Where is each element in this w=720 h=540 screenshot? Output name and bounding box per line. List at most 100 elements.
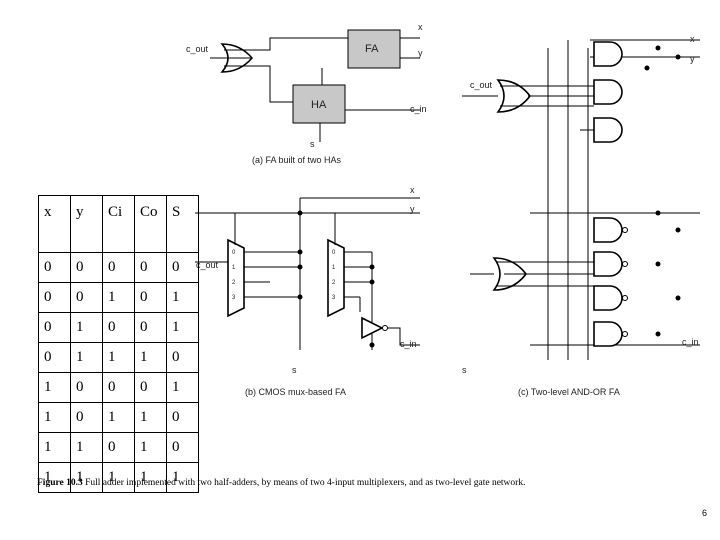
table-cell: 1 xyxy=(102,282,135,313)
and-gate-s2 xyxy=(593,251,623,277)
table-cell: 1 xyxy=(102,342,135,373)
a-x-label: x xyxy=(418,22,423,32)
b-cout-label: c_out xyxy=(196,260,219,270)
panel-b: 0 1 2 3 0 1 2 3 x y c_out c_in s (b) CMO… xyxy=(195,185,420,397)
mux-left-input-0: 0 xyxy=(232,250,236,256)
table-cell: 0 xyxy=(102,312,135,343)
ha-block xyxy=(292,84,346,124)
table-cell: 0 xyxy=(166,402,199,433)
panel-c: x y c_out c_in s (c) Two-level AND-OR FA xyxy=(462,34,700,397)
and-gate-c1 xyxy=(593,41,623,67)
mux-left-input-1: 1 xyxy=(232,265,236,271)
table-cell: 0 xyxy=(134,372,167,403)
b-cin-label: c_in xyxy=(400,339,417,349)
a-cout-label: c_out xyxy=(186,44,209,54)
and-gate-c3 xyxy=(593,117,623,143)
mux-left-input-3: 3 xyxy=(232,295,236,301)
header-s: S xyxy=(166,195,199,253)
mux-right-input-1: 1 xyxy=(332,265,336,271)
page-number: 6 xyxy=(702,508,708,518)
b-s-label: s xyxy=(292,365,297,375)
or-gate-cout xyxy=(496,79,532,113)
table-cell: 0 xyxy=(134,312,167,343)
a-caption: (a) FA built of two HAs xyxy=(252,155,342,165)
table-cell: 1 xyxy=(134,402,167,433)
table-cell: 1 xyxy=(70,462,103,493)
table-cell: 1 xyxy=(70,312,103,343)
header-x: x xyxy=(38,195,71,253)
table-cell: 1 xyxy=(102,402,135,433)
mux-right-input-3: 3 xyxy=(332,295,336,301)
table-cell: 0 xyxy=(166,342,199,373)
table-cell: 1 xyxy=(166,372,199,403)
table-cell: 0 xyxy=(70,282,103,313)
table-cell: 0 xyxy=(38,282,71,313)
c-s-label: s xyxy=(462,365,467,375)
table-cell: 1 xyxy=(38,402,71,433)
table-cell: 1 xyxy=(166,462,199,493)
header-ci: Ci xyxy=(102,195,135,253)
mux-left-input-2: 2 xyxy=(232,280,236,286)
b-y-label: y xyxy=(410,204,415,214)
table-cell: 1 xyxy=(38,462,71,493)
a-cin-label: c_in xyxy=(410,104,427,114)
a-s-label: s xyxy=(310,139,315,149)
table-cell: 1 xyxy=(102,462,135,493)
table-cell: 0 xyxy=(166,252,199,283)
and-gate-s3 xyxy=(593,285,623,311)
table-cell: 1 xyxy=(166,312,199,343)
table-cell: 1 xyxy=(70,432,103,463)
c-y-label: y xyxy=(690,54,695,64)
mux-left xyxy=(227,238,245,318)
table-cell: 1 xyxy=(70,342,103,373)
table-cell: 1 xyxy=(134,432,167,463)
table-cell: 1 xyxy=(38,432,71,463)
fa-block xyxy=(347,29,401,69)
and-gate-s4 xyxy=(593,321,623,347)
a-y-label: y xyxy=(418,48,423,58)
table-cell: 1 xyxy=(134,462,167,493)
and-gate-c2 xyxy=(593,79,623,105)
c-cout-label: c_out xyxy=(470,80,493,90)
figure-caption: Figure 10.3 Full adder implemented with … xyxy=(37,478,525,488)
table-cell: 1 xyxy=(38,372,71,403)
fa-block-label: FA xyxy=(365,43,379,55)
mux-right-input-0: 0 xyxy=(332,250,336,256)
c-caption: (c) Two-level AND-OR FA xyxy=(518,387,620,397)
table-cell: 0 xyxy=(38,342,71,373)
table-cell: 0 xyxy=(70,372,103,403)
mux-right xyxy=(327,238,345,318)
figure-caption-text: Full adder implemented with two half-add… xyxy=(85,478,526,488)
table-cell: 1 xyxy=(134,342,167,373)
c-cin-label: c_in xyxy=(682,337,699,347)
table-cell: 0 xyxy=(70,402,103,433)
panel-a: FA HA x y c_out c_in s (a) FA built of t… xyxy=(186,22,427,165)
table-cell: 0 xyxy=(166,432,199,463)
b-caption: (b) CMOS mux-based FA xyxy=(245,387,346,397)
table-cell: 0 xyxy=(134,282,167,313)
table-cell: 0 xyxy=(102,252,135,283)
table-cell: 0 xyxy=(102,372,135,403)
and-gate-s1 xyxy=(593,217,623,243)
inverter-b xyxy=(361,316,384,340)
header-co: Co xyxy=(134,195,167,253)
table-cell: 0 xyxy=(38,312,71,343)
table-cell: 1 xyxy=(166,282,199,313)
ha-block-label: HA xyxy=(311,99,327,111)
b-x-label: x xyxy=(410,185,415,195)
table-cell: 0 xyxy=(38,252,71,283)
c-x-label: x xyxy=(690,34,695,44)
table-cell: 0 xyxy=(70,252,103,283)
table-cell: 0 xyxy=(134,252,167,283)
table-cell: 0 xyxy=(102,432,135,463)
